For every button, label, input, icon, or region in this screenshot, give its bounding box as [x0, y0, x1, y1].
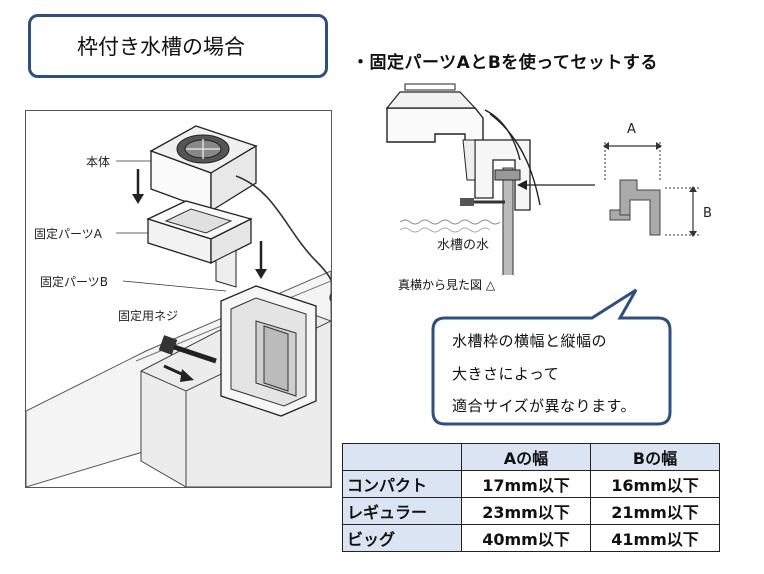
table-header-blank — [342, 443, 462, 471]
row-b-width: 41mm以下 — [590, 524, 720, 552]
row-name: ビッグ — [342, 524, 462, 552]
table-row: ビッグ 40mm以下 41mm以下 — [342, 524, 720, 552]
dim-a-label: A — [627, 122, 636, 137]
dim-b-label: B — [703, 206, 712, 221]
row-name: コンパクト — [342, 470, 462, 498]
title-box: 枠付き水槽の場合 — [28, 14, 328, 78]
page-title: 枠付き水槽の場合 — [77, 35, 245, 59]
table-row: レギュラー 23mm以下 21mm以下 — [342, 497, 720, 525]
row-a-width: 23mm以下 — [461, 497, 591, 525]
exploded-drawing — [25, 125, 334, 488]
table-row: コンパクト 17mm以下 16mm以下 — [342, 470, 720, 498]
side-view-drawing — [385, 83, 700, 279]
callout-line-2: 大きさによって — [452, 365, 560, 383]
size-table: Aの幅 Bの幅 コンパクト 17mm以下 16mm以下 レギュラー 23mm以下… — [342, 443, 720, 552]
label-screw: 固定用ネジ — [118, 309, 179, 323]
row-name: レギュラー — [342, 497, 462, 525]
exploded-illustration: 本体 固定パーツA 固定パーツB 固定用ネジ — [25, 110, 334, 488]
label-part-b: 固定パーツB — [40, 275, 108, 289]
callout-line-1: 水槽枠の横幅と縦幅の — [452, 332, 608, 350]
label-body: 本体 — [86, 155, 111, 169]
row-a-width: 40mm以下 — [461, 524, 591, 552]
row-b-width: 21mm以下 — [590, 497, 720, 525]
table-header-row: Aの幅 Bの幅 — [342, 443, 720, 471]
callout-line-3: 適合サイズが異なります。 — [452, 397, 637, 415]
label-part-a: 固定パーツA — [34, 227, 102, 241]
row-b-width: 16mm以下 — [590, 470, 720, 498]
side-view-diagram: A B 水槽の水 — [375, 80, 725, 310]
side-view-caption: 真横から見た図 △ — [398, 278, 496, 292]
headline: ・固定パーツAとBを使ってセットする — [352, 53, 658, 73]
table-header-a: Aの幅 — [461, 443, 591, 471]
water-label: 水槽の水 — [437, 238, 490, 253]
row-a-width: 17mm以下 — [461, 470, 591, 498]
table-header-b: Bの幅 — [590, 443, 720, 471]
